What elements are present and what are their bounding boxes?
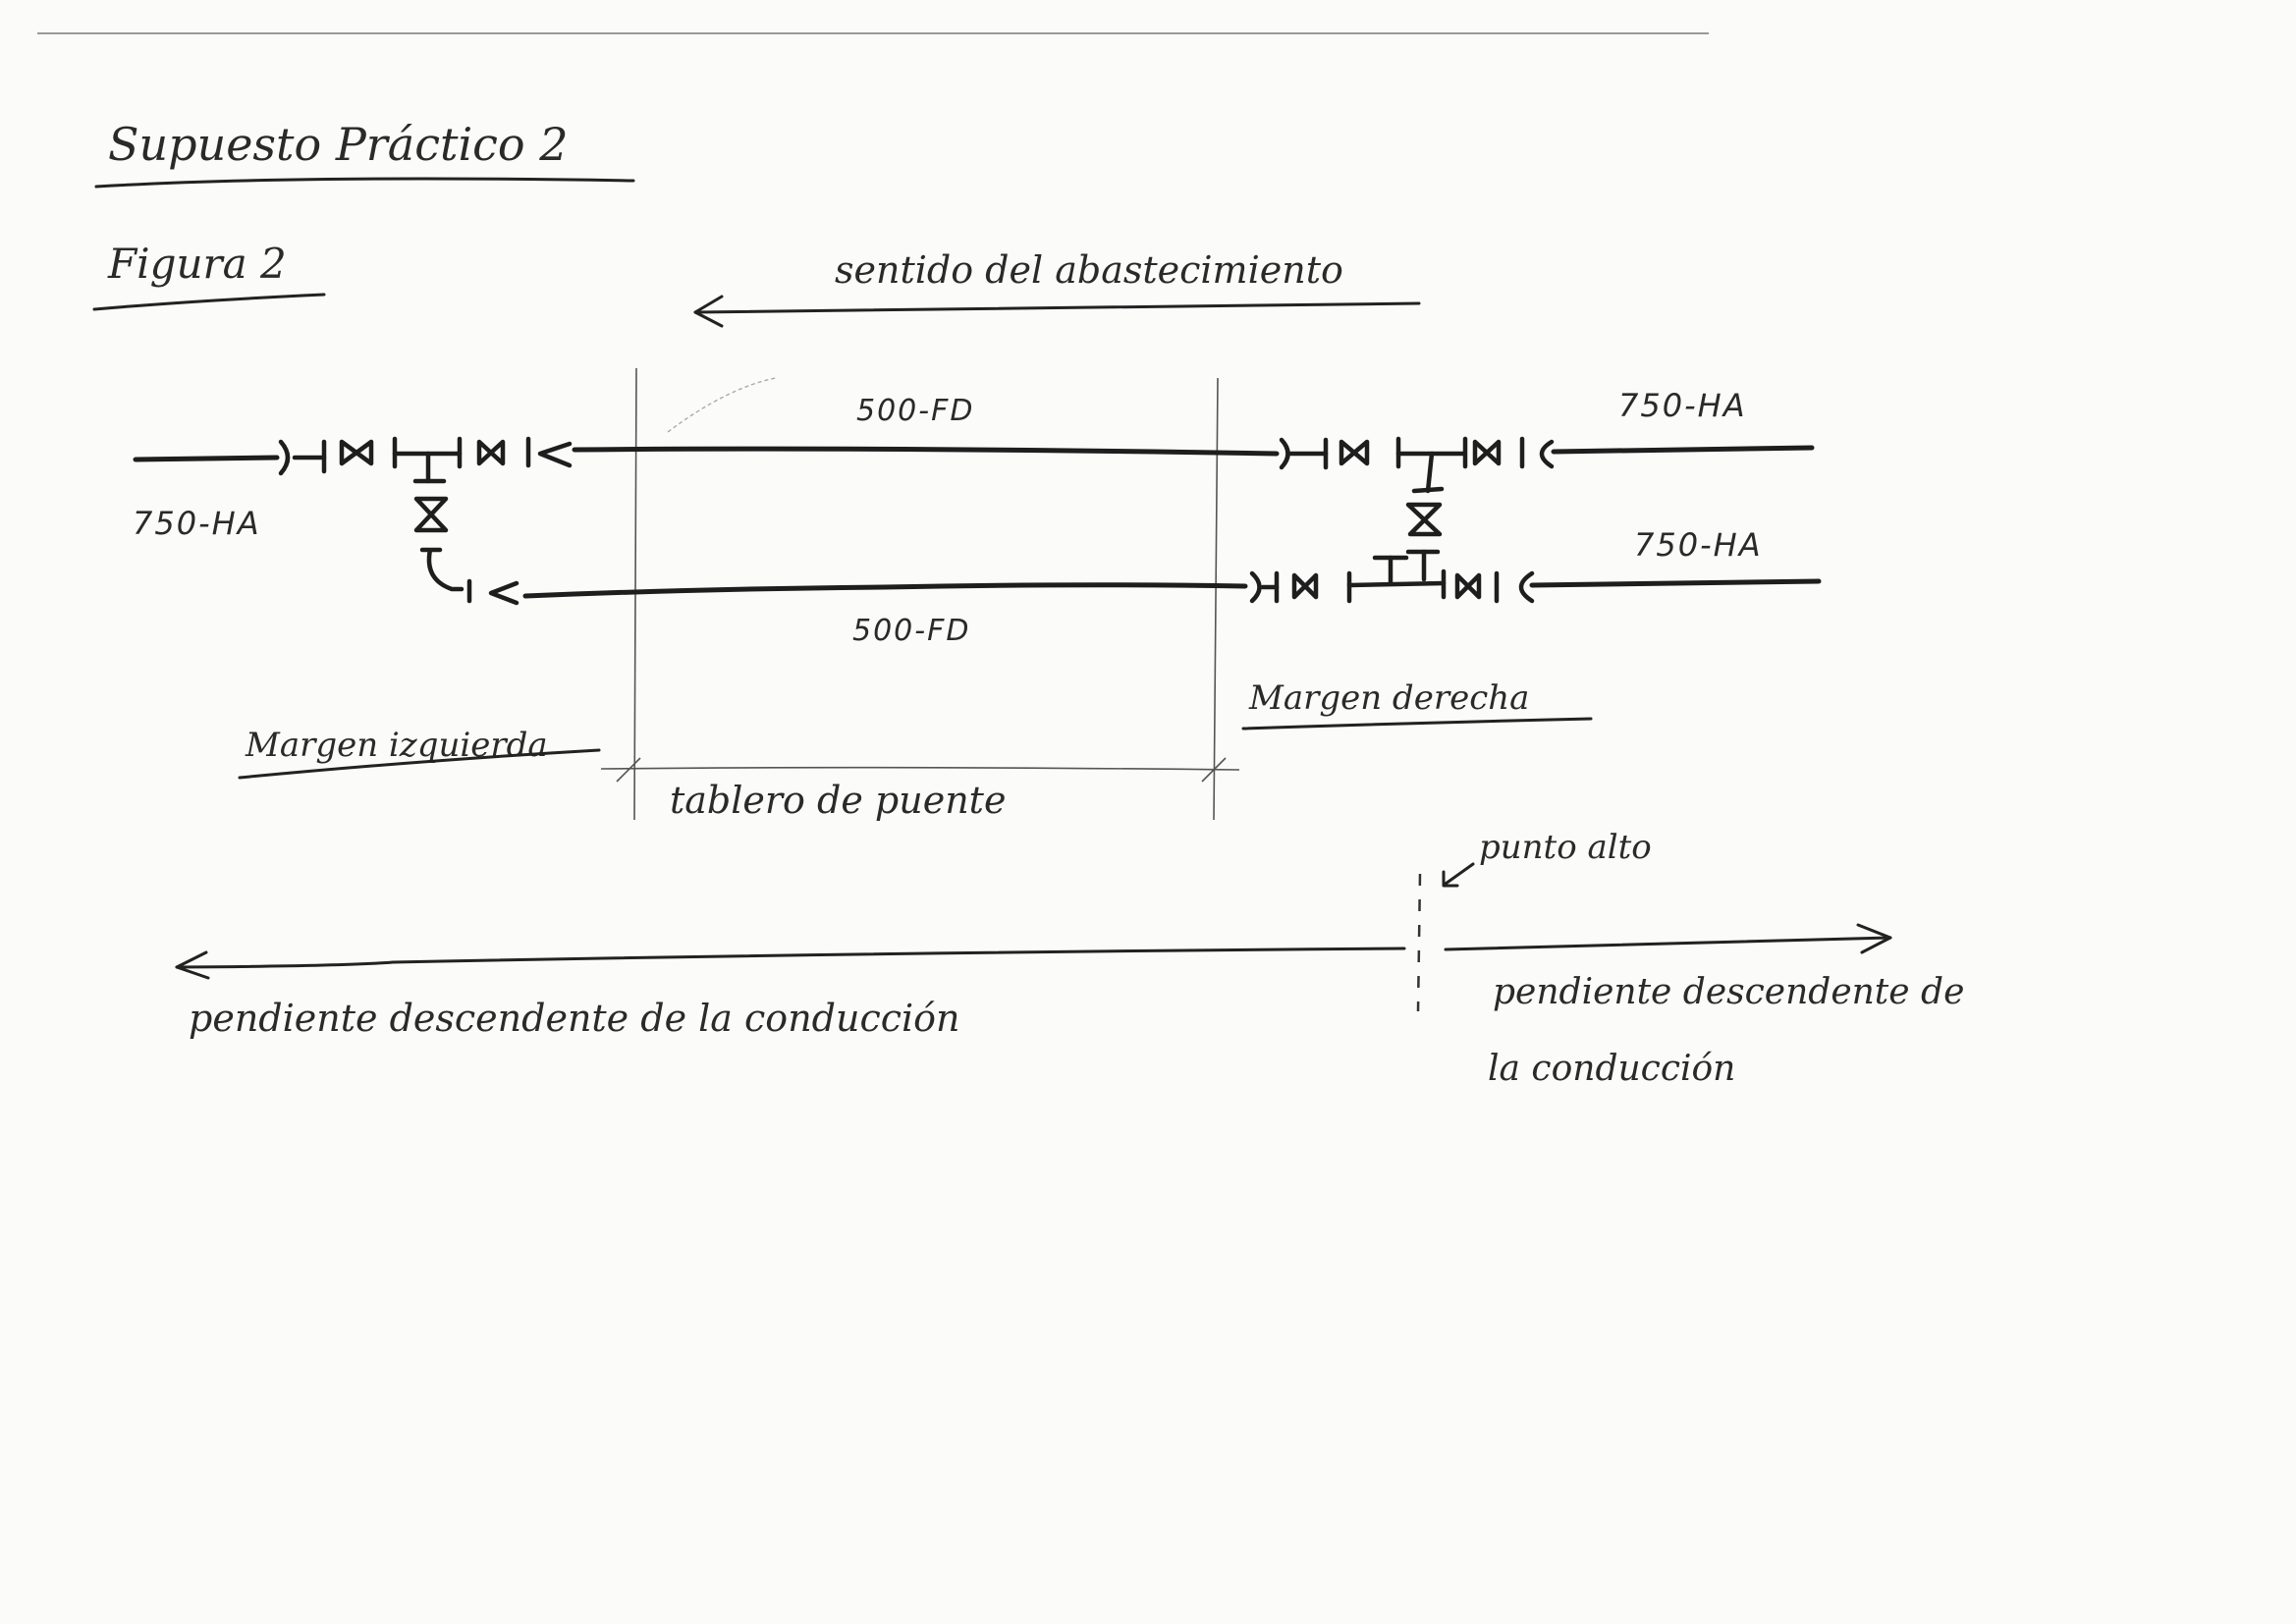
flow-direction-label: sentido del abastecimiento [835, 248, 1343, 292]
left-bank-underline [238, 748, 601, 780]
bridge-lower-pipe-label: 500-FD [852, 614, 970, 648]
flange-icon [1249, 570, 1262, 604]
slope-right-arrow-icon [1444, 923, 1892, 954]
right-bypass-valve-icon [1405, 502, 1443, 582]
right-bank-label: Margen derecha [1248, 678, 1529, 718]
high-point-label: punto alto [1479, 828, 1652, 867]
gate-valve-icon [1339, 439, 1370, 466]
right-bank-underline [1241, 717, 1593, 731]
slope-left-arrow-icon [175, 947, 1406, 980]
tee-icon [1346, 580, 1447, 588]
left-inlet-pipe-label: 750-HA [133, 505, 261, 542]
faint-pencil-stroke [667, 377, 777, 433]
bridge-right-abutment-line [1213, 377, 1219, 821]
bridge-upper-pipe [572, 446, 1280, 457]
left-bypass-valve-icon [413, 496, 465, 592]
socket-icon [537, 441, 573, 468]
left-lower-fittings [466, 578, 519, 606]
gate-valve-icon [1454, 572, 1482, 600]
high-point-pointer-arrow-icon [1442, 862, 1475, 888]
socket-icon [1518, 570, 1535, 604]
slope-right-label-line2: la conducción [1488, 1049, 1735, 1089]
document-title: Supuesto Práctico 2 [108, 118, 569, 171]
figure-label: Figura 2 [107, 240, 287, 288]
bridge-deck-dimension [600, 757, 1240, 783]
flow-direction-arrow-icon [693, 295, 1421, 328]
slope-right-label-line1: pendiente descendente de [1493, 972, 1964, 1012]
right-lower-pipe-label: 750-HA [1634, 526, 1763, 564]
right-upper-fittings [1279, 436, 1555, 494]
flange-icon [278, 439, 291, 476]
left-inlet-pipe [133, 455, 280, 462]
figure-underline [92, 293, 326, 311]
socket-icon [1539, 439, 1555, 469]
socket-icon [488, 580, 519, 606]
bridge-deck-label: tablero de puente [670, 779, 1006, 822]
bridge-upper-pipe-label: 500-FD [856, 394, 974, 428]
gate-valve-icon [1291, 572, 1319, 600]
gate-valve-icon [339, 439, 374, 466]
right-upper-pipe-label: 750-HA [1618, 387, 1747, 424]
left-bank-label: Margen izquierda [245, 726, 548, 765]
bridge-lower-pipe [522, 582, 1248, 599]
high-point-marker [1416, 873, 1422, 1012]
slope-left-label: pendiente descendente de la conducción [189, 997, 960, 1040]
right-lower-pipe [1529, 578, 1822, 588]
left-upper-fittings [278, 436, 573, 484]
gate-valve-icon [476, 439, 506, 466]
right-lower-fittings [1249, 555, 1535, 604]
title-underline [94, 177, 635, 189]
gate-valve-icon [1472, 439, 1502, 466]
right-upper-pipe [1551, 445, 1815, 455]
